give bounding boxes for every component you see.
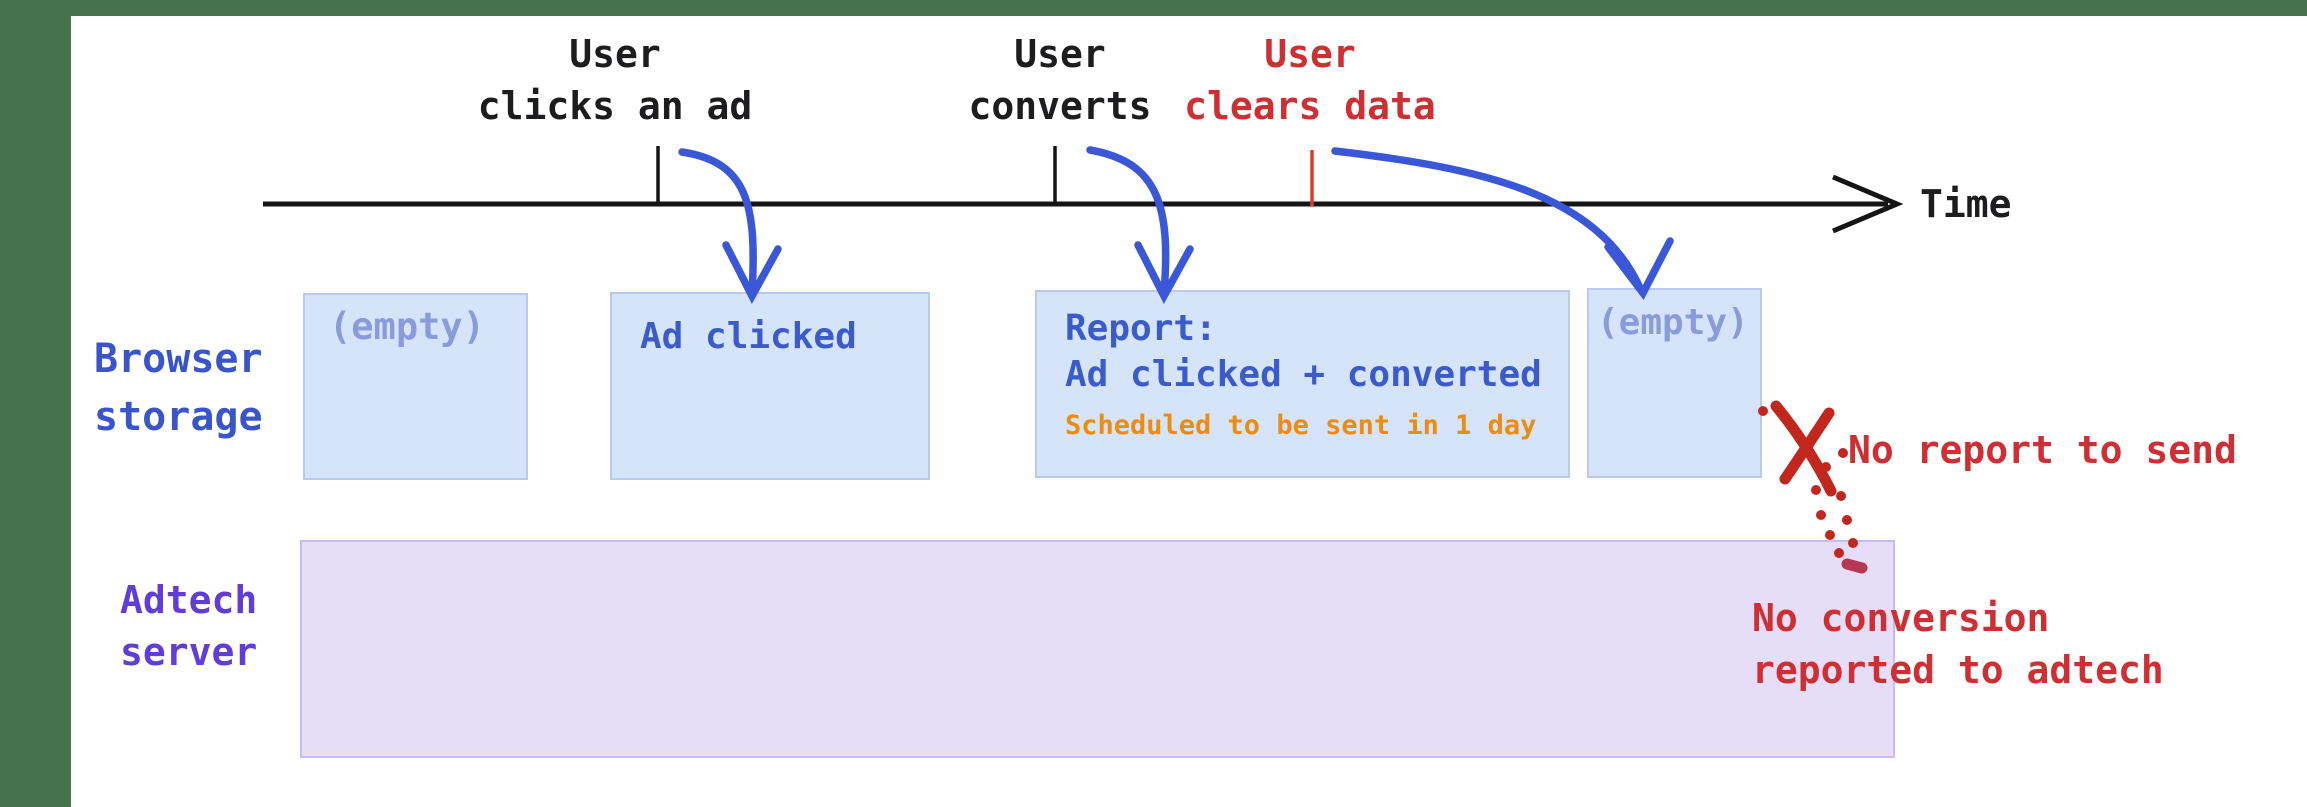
event-ad-click-line1: User (569, 32, 661, 76)
storage-box-ad-clicked-text: Ad clicked (640, 316, 857, 357)
no-report-annotation: No report to send (1848, 428, 2237, 472)
storage-box-report: Report: Ad clicked + converted Scheduled… (1035, 290, 1570, 478)
event-ad-click-line2: clicks an ad (477, 84, 753, 128)
storage-box-ad-clicked: Ad clicked (610, 292, 930, 480)
no-conversion-annotation: No conversion reported to adtech (1752, 592, 2164, 696)
event-label-ad-click: User clicks an ad (415, 28, 815, 132)
storage-box-empty-1-text: (empty) (329, 305, 485, 348)
no-conversion-line1: No conversion (1752, 596, 2050, 640)
browser-storage-label-line2: storage (94, 394, 263, 440)
x-mark-icon (1758, 400, 1837, 497)
adtech-server-box (300, 540, 1895, 758)
frame-top-bar (0, 0, 2307, 16)
event-converts-line1: User (1014, 32, 1106, 76)
event-clears-line1: User (1264, 32, 1356, 76)
browser-storage-label-line1: Browser (94, 336, 263, 382)
frame-left-bar (0, 0, 71, 807)
adtech-server-label-line1: Adtech (120, 578, 258, 622)
event-clears-line2: clears data (1184, 84, 1436, 128)
curved-arrow-ad-click-icon (678, 148, 782, 304)
storage-box-report-line2: Ad clicked + converted (1065, 354, 1542, 395)
event-label-converts: User converts (860, 28, 1260, 132)
timeline-arrowhead-icon (1832, 174, 1904, 234)
storage-box-report-line1: Report: (1065, 308, 1217, 349)
time-axis-label: Time (1920, 182, 2012, 226)
curved-arrow-converts-icon (1086, 146, 1194, 304)
browser-storage-label: Browser storage (94, 330, 263, 446)
no-conversion-line2: reported to adtech (1752, 648, 2164, 692)
event-converts-line2: converts (968, 84, 1152, 128)
adtech-server-label: Adtech server (120, 574, 257, 678)
storage-box-empty-2: (empty) (1587, 288, 1762, 478)
storage-box-empty-2-text: (empty) (1597, 302, 1749, 343)
timeline-axis (263, 146, 1904, 234)
curved-arrow-clears-data-icon (1331, 147, 1674, 300)
adtech-server-label-line2: server (120, 630, 258, 674)
storage-box-report-note: Scheduled to be sent in 1 day (1065, 410, 1537, 441)
storage-box-empty-1: (empty) (303, 293, 528, 480)
event-label-clears-data: User clears data (1110, 28, 1510, 132)
